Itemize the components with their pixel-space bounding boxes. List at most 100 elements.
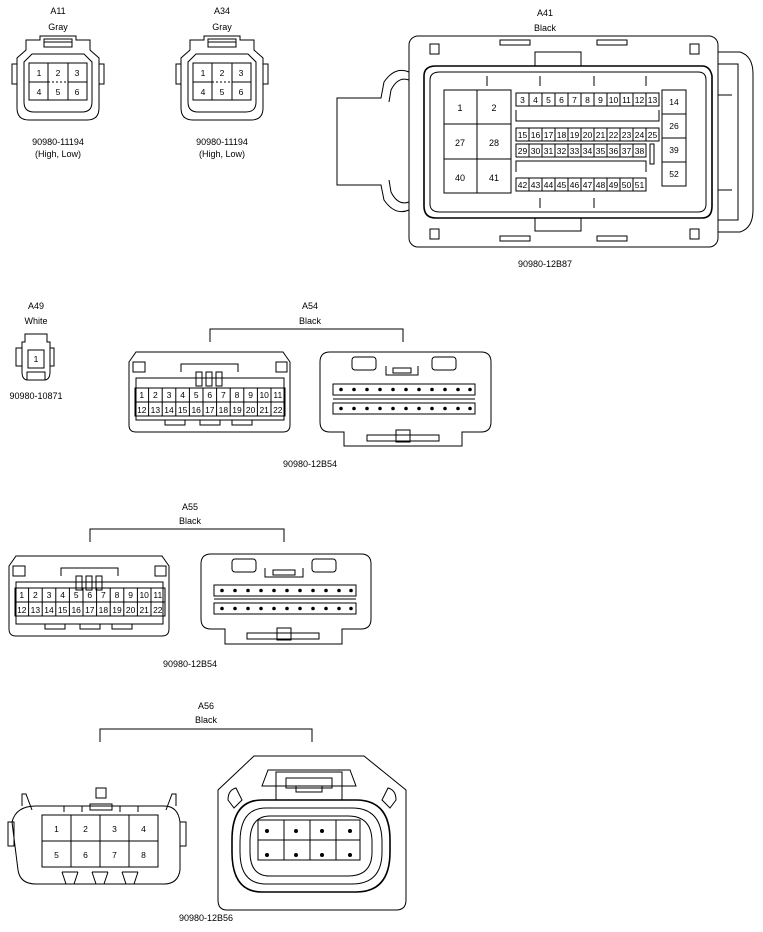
- a54-part: 90980-12B54: [283, 459, 337, 469]
- a41-pin-30: 30: [531, 146, 541, 156]
- a56-id: A56: [198, 701, 214, 711]
- a56-male-pins: [265, 829, 352, 857]
- a11-note: (High, Low): [35, 149, 81, 159]
- a41-row-1: 3 4 5 6 7 8 9 10 11 12 13: [515, 92, 660, 107]
- a41-pin-42: 42: [518, 180, 528, 190]
- a54-pin-15: 15: [178, 405, 188, 415]
- a34-pin-1: 1: [201, 68, 206, 78]
- a55-pin-14: 14: [44, 605, 54, 615]
- a55-pin-12: 12: [17, 605, 27, 615]
- a41-pin-45: 45: [557, 180, 567, 190]
- a54-pin-12: 12: [137, 405, 147, 415]
- connector-a54: A54 Black 1 2 3 4 5 6 7 8 9 10 11 12 13: [128, 301, 492, 469]
- a41-row-3: 29 30 31 32 33 34 35 36 37 38: [515, 143, 647, 158]
- a55-pin-11: 11: [153, 590, 162, 600]
- a54-pin-3: 3: [167, 390, 172, 400]
- a49-id: A49: [28, 301, 44, 311]
- a34-id: A34: [214, 6, 230, 16]
- a54-color: Black: [299, 316, 322, 326]
- a54-pin-4: 4: [180, 390, 185, 400]
- a56-pin-4: 4: [141, 824, 146, 834]
- a54-id: A54: [302, 301, 318, 311]
- a55-pin-10: 10: [139, 590, 149, 600]
- a41-pin-36: 36: [609, 146, 619, 156]
- a41-pin-1: 1: [457, 103, 462, 113]
- a41-pin-18: 18: [557, 130, 567, 140]
- a11-pin-2: 2: [56, 68, 61, 78]
- a41-pin-4: 4: [533, 95, 538, 105]
- a34-pin-6: 6: [239, 87, 244, 97]
- a41-pin-9: 9: [598, 95, 603, 105]
- a54-pin-11: 11: [273, 390, 282, 400]
- a41-pin-47: 47: [583, 180, 593, 190]
- a41-pin-27: 27: [455, 138, 465, 148]
- a11-pin-6: 6: [75, 87, 80, 97]
- a56-pin-6: 6: [83, 850, 88, 860]
- a49-pin-1: 1: [34, 354, 39, 364]
- a41-pin-25: 25: [648, 130, 658, 140]
- connector-a11: A11 Gray 1 2 3 4 5 6 90980-11194 (High, …: [11, 6, 105, 159]
- a54-pin-5: 5: [194, 390, 199, 400]
- a11-pin-5: 5: [56, 87, 61, 97]
- a41-side-pins: 14 26 39 52: [661, 89, 687, 187]
- a34-pin-3: 3: [239, 68, 244, 78]
- a54-pin-10: 10: [259, 390, 269, 400]
- a41-row-4: 42 43 44 45 46 47 48 49 50 51: [515, 177, 647, 192]
- a41-id: A41: [537, 8, 553, 18]
- a54-pin-13: 13: [151, 405, 161, 415]
- a54-pin-16: 16: [191, 405, 201, 415]
- a55-row-2: 12 13 14 15 16 17 18 19 20 21 22: [14, 601, 166, 617]
- a56-part: 90980-12B56: [179, 913, 233, 923]
- a54-row-2: 12 13 14 15 16 17 18 19 20 21 22: [134, 401, 286, 417]
- a41-pin-51: 51: [635, 180, 645, 190]
- a41-pin-10: 10: [609, 95, 619, 105]
- a41-pin-11: 11: [622, 95, 631, 105]
- a41-pin-5: 5: [546, 95, 551, 105]
- a54-pin-9: 9: [248, 390, 253, 400]
- connector-a49: A49 White 1 90980-10871: [9, 301, 62, 401]
- a49-color: White: [24, 316, 47, 326]
- a55-id: A55: [182, 502, 198, 512]
- a55-row-1: 1 2 3 4 5 6 7 8 9 10 11: [14, 587, 166, 603]
- a41-pin-7: 7: [572, 95, 577, 105]
- a11-pin-1: 1: [37, 68, 42, 78]
- connector-a41: A41 Black 1 2: [336, 8, 754, 269]
- a55-pin-5: 5: [74, 590, 79, 600]
- a41-pin-52: 52: [669, 169, 679, 179]
- a54-pin-1: 1: [139, 390, 144, 400]
- a41-pin-44: 44: [544, 180, 554, 190]
- a55-pin-8: 8: [115, 590, 120, 600]
- a41-pin-29: 29: [518, 146, 528, 156]
- a41-pin-12: 12: [635, 95, 645, 105]
- a55-male-pins: [220, 588, 353, 611]
- a41-pin-31: 31: [544, 146, 554, 156]
- a41-color: Black: [534, 23, 557, 33]
- a56-pin-7: 7: [112, 850, 117, 860]
- a41-pin-6: 6: [559, 95, 564, 105]
- a49-part: 90980-10871: [9, 391, 62, 401]
- a54-pin-19: 19: [232, 405, 242, 415]
- a41-pin-13: 13: [648, 95, 658, 105]
- a41-pin-43: 43: [531, 180, 541, 190]
- a34-pin-4: 4: [201, 87, 206, 97]
- a41-pin-16: 16: [531, 130, 541, 140]
- a34-part: 90980-11194: [196, 137, 248, 147]
- a41-pin-48: 48: [596, 180, 606, 190]
- a55-pin-17: 17: [85, 605, 95, 615]
- a55-pin-19: 19: [112, 605, 122, 615]
- a55-pin-3: 3: [47, 590, 52, 600]
- a41-pin-3: 3: [520, 95, 525, 105]
- a41-pin-19: 19: [570, 130, 580, 140]
- a55-pin-16: 16: [71, 605, 81, 615]
- a54-pin-7: 7: [221, 390, 226, 400]
- a41-pin-32: 32: [557, 146, 567, 156]
- a11-id: A11: [50, 6, 65, 16]
- a41-pin-15: 15: [518, 130, 528, 140]
- a55-pin-15: 15: [58, 605, 68, 615]
- a56-pin-5: 5: [54, 850, 59, 860]
- a55-pin-2: 2: [33, 590, 38, 600]
- a41-pin-8: 8: [585, 95, 590, 105]
- a34-pin-2: 2: [220, 68, 225, 78]
- a41-pin-20: 20: [583, 130, 593, 140]
